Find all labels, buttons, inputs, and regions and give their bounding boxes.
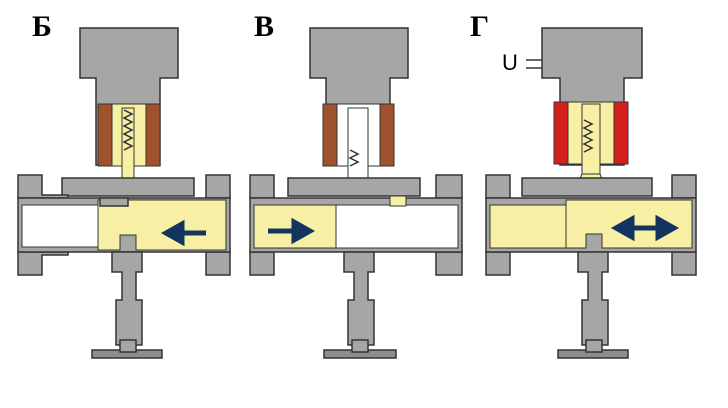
coil-right-g xyxy=(613,101,629,165)
coil-right-b xyxy=(145,103,161,167)
panel-label-g: Г xyxy=(470,10,490,43)
valve-v xyxy=(249,27,463,359)
panel-label-v: В xyxy=(254,10,275,43)
coil-left-g xyxy=(553,101,569,165)
coil-left-b xyxy=(97,103,113,167)
voltage-label: U xyxy=(502,50,518,75)
coil-right-v xyxy=(379,103,395,167)
valve-b xyxy=(17,27,231,359)
valve-g xyxy=(485,27,697,359)
panel-label-b: Б xyxy=(32,10,52,43)
coil-left-v xyxy=(322,103,338,167)
